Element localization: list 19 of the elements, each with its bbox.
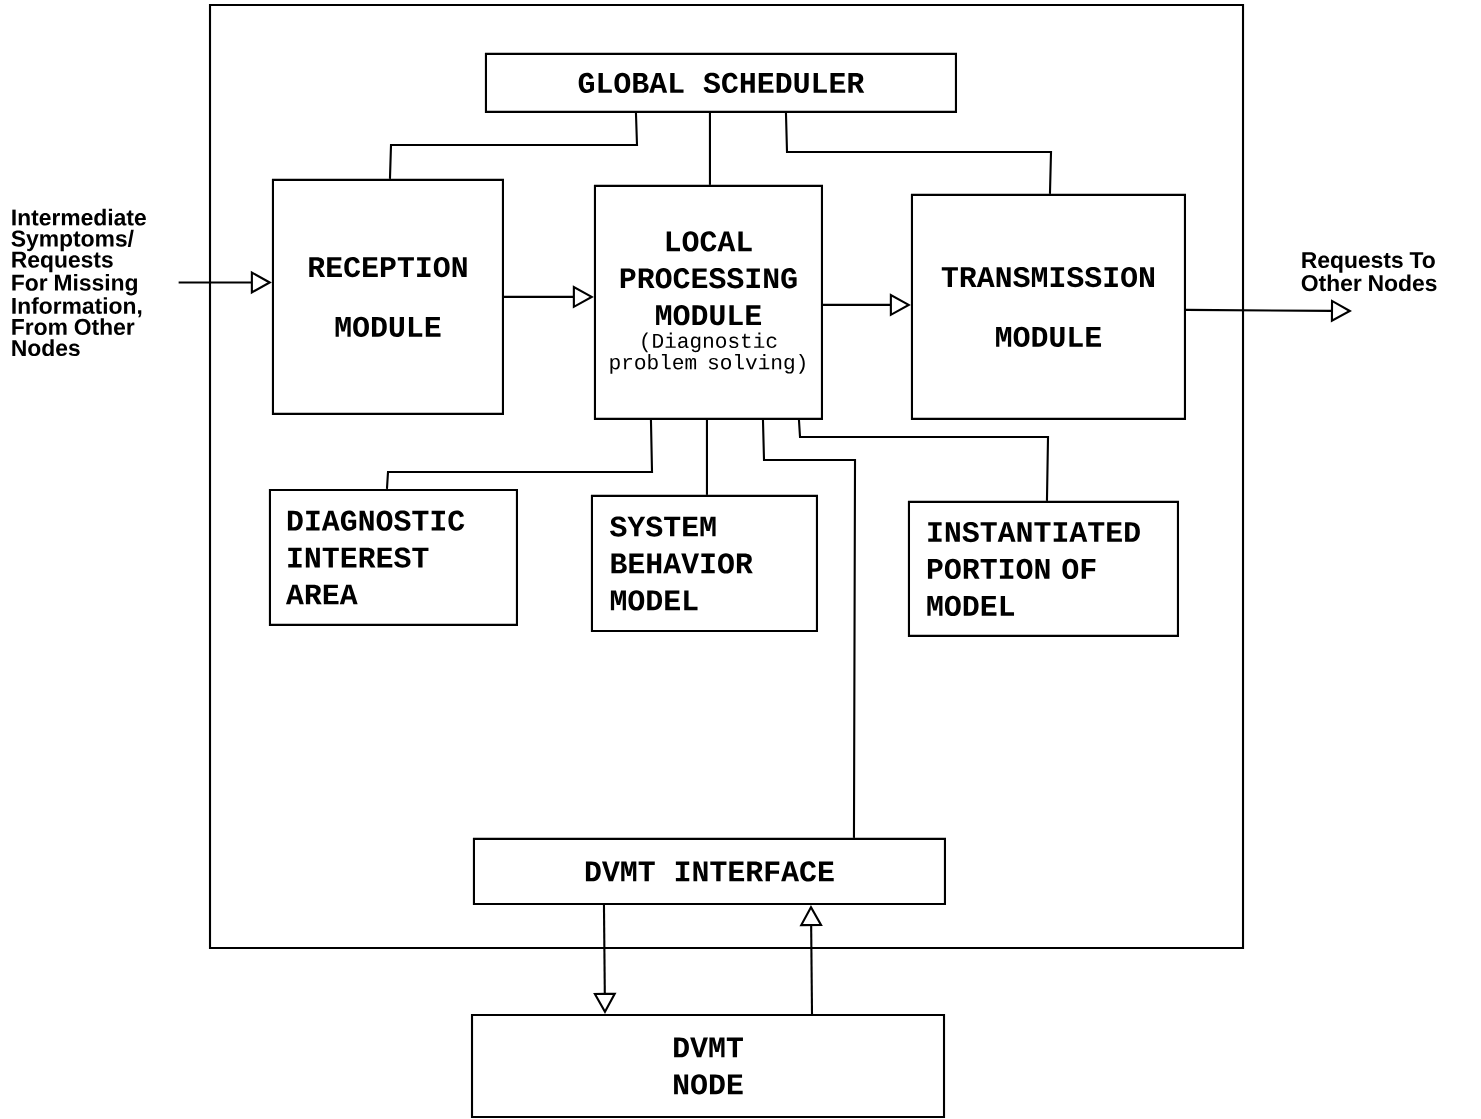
- annotation-text: Intermediate Symptoms/ Requests For Missing Information, From Other Nodes: [11, 208, 146, 357]
- connector-line: [705, 420, 708, 495]
- process-box: INSTANTIATED PORTION OF MODEL: [907, 500, 1179, 637]
- connector-line: [784, 112, 1053, 194]
- process-box: RECEPTION MODULE: [271, 178, 504, 415]
- connector-line: [797, 419, 1050, 501]
- connector-line: [708, 113, 711, 185]
- process-box: DIAGNOSTIC INTEREST AREA: [268, 488, 518, 626]
- process-box: LOCAL PROCESSING MODULE (Diagnostic problem solving): [593, 184, 823, 420]
- annotation-text: Requests To Other Nodes: [1301, 252, 1437, 292]
- connector-line: [385, 419, 654, 489]
- process-box: TRANSMISSION MODULE: [910, 193, 1186, 420]
- frame-box: [208, 3, 1245, 950]
- connector-line: [761, 419, 857, 838]
- connector-line: [388, 112, 639, 179]
- process-box: DVMT INTERFACE: [472, 837, 946, 905]
- process-box: SYSTEM BEHAVIOR MODEL: [590, 494, 818, 632]
- process-box: DVMT NODE: [470, 1013, 946, 1119]
- process-box: GLOBAL SCHEDULER: [484, 52, 957, 113]
